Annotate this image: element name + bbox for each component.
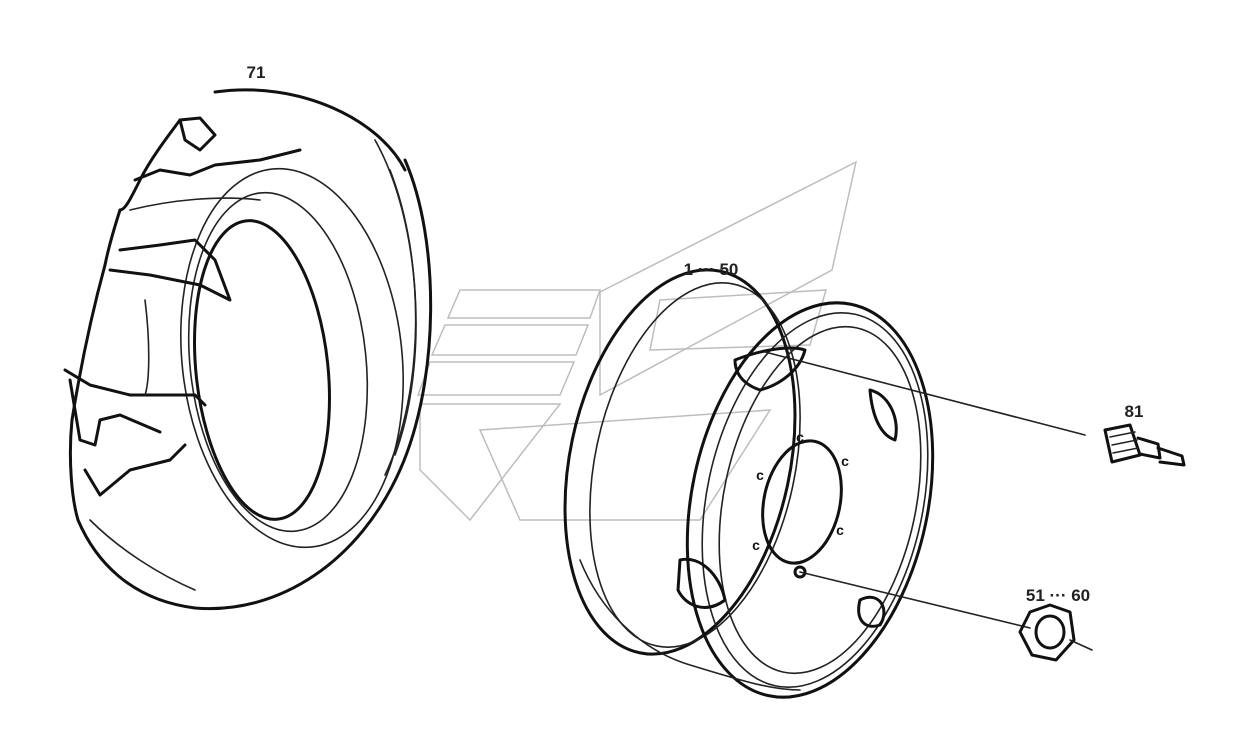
svg-text:c: c [756, 467, 764, 483]
callout-rim: 1 ··· 50 [684, 260, 739, 279]
callout-tire: 71 [247, 63, 266, 82]
valve-leader-line [764, 351, 1086, 436]
svg-text:c: c [796, 429, 804, 445]
svg-text:c: c [836, 522, 844, 538]
nut-leader-line [799, 571, 1031, 629]
svg-text:c: c [841, 453, 849, 469]
tire-drawing [63, 88, 433, 611]
wheel-nut-drawing [1018, 603, 1093, 662]
callout-nut: 51 ··· 60 [1026, 586, 1090, 605]
callout-valve: 81 [1125, 402, 1144, 421]
valve-drawing [1103, 423, 1186, 467]
svg-text:c: c [752, 537, 760, 553]
rim-drawing: c c c c c [563, 268, 935, 699]
